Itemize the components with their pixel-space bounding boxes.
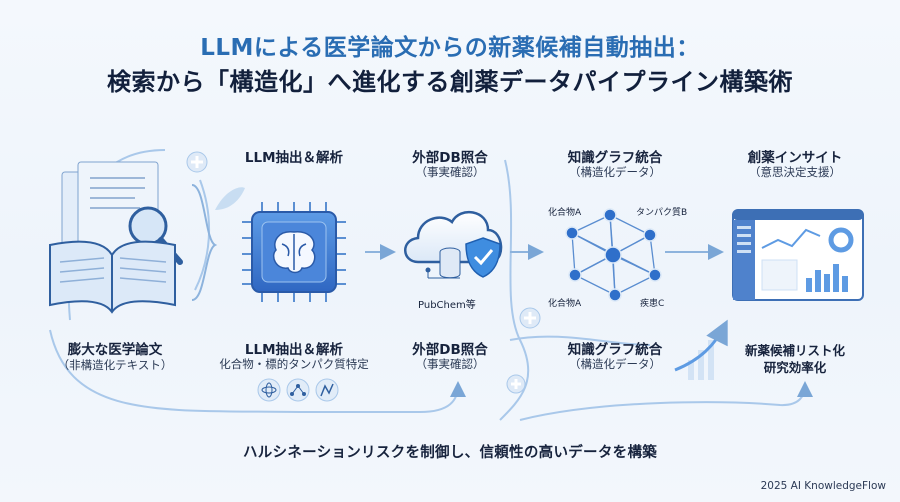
papers-label: 膨大な医学論文 bbox=[67, 342, 163, 358]
footer-message: ハルシネーションリスクを制御し、信頼性の高いデータを構築 bbox=[242, 445, 658, 461]
plus-icon bbox=[519, 307, 541, 329]
graph-top-sub: （構造化データ） bbox=[569, 165, 661, 179]
node-label-disease-c: 疾患C bbox=[640, 299, 665, 309]
brand-label: 2025 AI KnowledgeFlow bbox=[760, 480, 886, 492]
graph-sub: （構造化データ） bbox=[569, 357, 661, 371]
bracket-right bbox=[191, 184, 218, 301]
llm-sub: 化合物・標的タンパク質特定 bbox=[219, 357, 369, 371]
plus-icon bbox=[186, 151, 208, 173]
title-line-1: LLMによる医学論文からの新薬候補自動抽出： bbox=[200, 35, 700, 61]
insight-top-sub: （意思決定支援） bbox=[749, 165, 841, 179]
ai-chip-icon bbox=[242, 202, 346, 302]
growth-arrow-icon bbox=[674, 319, 728, 380]
shield-check-icon bbox=[465, 237, 501, 278]
atom-icon bbox=[257, 378, 281, 402]
db-label: 外部DB照合 bbox=[412, 342, 488, 358]
db-top-label: 外部DB照合 bbox=[412, 150, 488, 166]
graph-label: 知識グラフ統合 bbox=[567, 342, 663, 358]
molecule-icon bbox=[286, 378, 310, 402]
llm-top-label: LLM抽出＆解析 bbox=[244, 150, 344, 166]
insight-label-1: 新薬候補リスト化 bbox=[744, 343, 845, 358]
pubchem-label: PubChem等 bbox=[418, 300, 476, 311]
knowledge-graph-icon bbox=[565, 208, 662, 302]
leaf-icon bbox=[215, 187, 245, 210]
node-label-protein-b: タンパク質B bbox=[636, 208, 688, 218]
dashboard-icon bbox=[732, 209, 864, 301]
graph-top-label: 知識グラフ統合 bbox=[567, 150, 663, 166]
db-top-sub: （事実確認） bbox=[415, 165, 485, 179]
node-label-compound-a-2: 化合物A bbox=[548, 299, 582, 309]
llm-label: LLM抽出＆解析 bbox=[244, 342, 344, 358]
db-sub: （事実確認） bbox=[415, 357, 485, 371]
plus-icon bbox=[506, 374, 526, 394]
insight-top-label: 創薬インサイト bbox=[747, 150, 843, 166]
insight-label-2: 研究効率化 bbox=[763, 360, 827, 375]
node-label-compound-a: 化合物A bbox=[548, 208, 582, 218]
documents-magnifier-icon bbox=[49, 161, 183, 314]
title-line-2: 検索から「構造化」へ進化する創薬データパイプライン構築術 bbox=[107, 68, 793, 96]
papers-sub: （非構造化テキスト） bbox=[57, 358, 173, 372]
analysis-icon bbox=[315, 378, 339, 402]
